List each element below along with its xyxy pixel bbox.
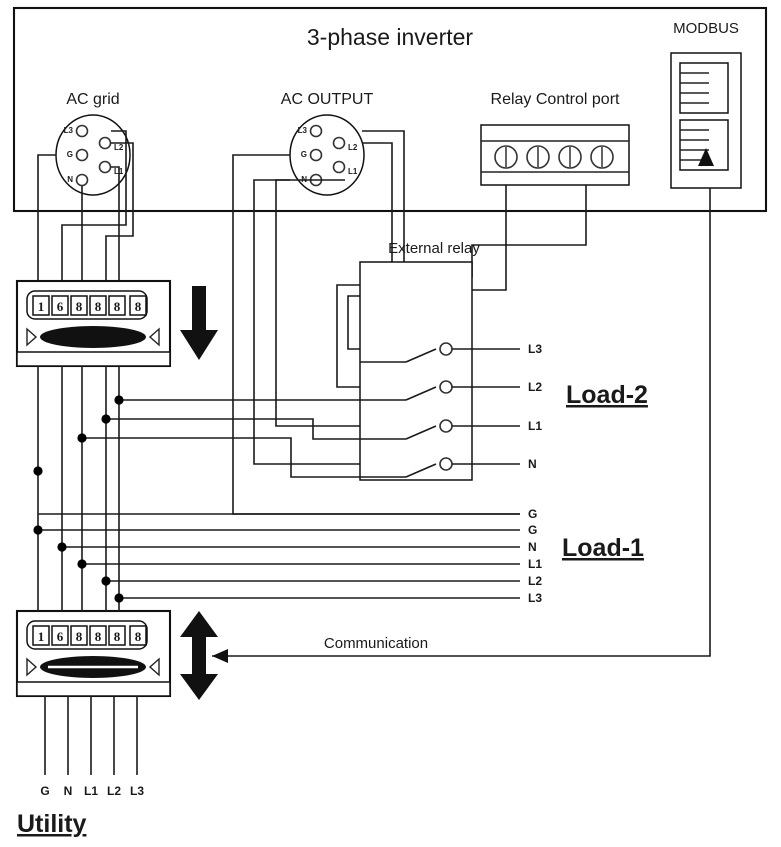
meter-top-digit-4: 8 <box>95 299 102 314</box>
modbus-label: MODBUS <box>673 20 739 37</box>
ac-grid-wire-bundle <box>37 130 134 281</box>
meter-bottom-digit-2: 6 <box>57 629 64 644</box>
ac-output-pin-l3[interactable] <box>309 124 323 138</box>
screw-terminal-3[interactable] <box>558 145 582 169</box>
load1-rail-label-g2: G <box>528 523 537 537</box>
ac-grid-pin-label-n: N <box>67 175 73 184</box>
screw-terminal-4[interactable] <box>590 145 614 169</box>
meter-bottom-digit-6: 8 <box>135 629 142 644</box>
load1-rails <box>38 513 520 599</box>
utility-title: Utility <box>17 810 87 838</box>
load-2-title: Load-2 <box>566 381 648 409</box>
meter-top-digit-3: 8 <box>76 299 83 314</box>
meter-top-display: 1 6 8 8 8 8 <box>32 295 147 316</box>
ac-output-pin-label-g: G <box>301 150 307 159</box>
switch-contact-enclosure <box>359 261 473 481</box>
load-1-title: Load-1 <box>562 534 644 562</box>
ac-output-pin-label-l1: L1 <box>348 167 358 176</box>
meter-top-digit-6: 8 <box>135 299 142 314</box>
changeover-contacts <box>360 342 520 478</box>
contact-l3[interactable] <box>360 342 520 363</box>
ac-output-label: AC OUTPUT <box>281 91 374 108</box>
flow-arrow-bidirectional <box>180 611 218 700</box>
ac-grid-label: AC grid <box>66 91 119 108</box>
screw-terminal-2[interactable] <box>526 145 550 169</box>
ac-grid-pin-label-l3: L3 <box>64 126 74 135</box>
modbus-feed-arrow <box>698 148 714 166</box>
meter-top[interactable]: 1 6 8 8 8 8 <box>15 279 172 368</box>
meter-top-arrow-right <box>148 327 160 347</box>
ac-grid-pin-label-l2: L2 <box>114 143 124 152</box>
contact-l2[interactable] <box>360 380 520 401</box>
meter-top-indicator-bar <box>40 326 146 348</box>
ac-grid-connector[interactable]: L3 G N L2 L1 <box>55 114 131 196</box>
ac-grid-pin-g[interactable] <box>75 148 89 162</box>
contact-n[interactable] <box>360 457 520 478</box>
utility-label-l2: L2 <box>107 784 121 798</box>
relay-control-port[interactable] <box>480 124 630 186</box>
meter-top-digit-2: 6 <box>57 299 64 314</box>
utility-label-l1: L1 <box>84 784 98 798</box>
load1-rail-label-g1: G <box>528 507 537 521</box>
ac-output-pin-l2[interactable] <box>332 136 346 150</box>
ac-output-pin-g[interactable] <box>309 148 323 162</box>
meter-bottom[interactable]: 1 6 8 8 8 8 <box>15 609 172 698</box>
utility-label-l3: L3 <box>130 784 144 798</box>
utility-label-n: N <box>64 784 73 798</box>
meter-bottom-digit-3: 8 <box>76 629 83 644</box>
meter-bottom-digit-1: 1 <box>38 629 45 644</box>
meter-bottom-arrow-left <box>26 657 38 677</box>
utility-bus-vertical <box>37 366 120 611</box>
meter-bottom-digit-4: 8 <box>95 629 102 644</box>
meter-bottom-arrow-right <box>148 657 160 677</box>
load1-rail-label-l2: L2 <box>528 574 542 588</box>
bus-taps-to-contacts <box>82 399 360 478</box>
utility-label-g: G <box>40 784 49 798</box>
load2-rail-label-l3: L3 <box>528 342 542 356</box>
ac-grid-pin-l3[interactable] <box>75 124 89 138</box>
meter-bottom-display: 1 6 8 8 8 8 <box>32 625 147 646</box>
meter-top-digit-5: 8 <box>114 299 121 314</box>
modbus-module[interactable] <box>670 52 742 189</box>
ac-output-connector[interactable]: L3 G N L2 L1 <box>289 114 365 196</box>
load2-rail-label-n: N <box>528 457 537 471</box>
load1-rail-label-l3: L3 <box>528 591 542 605</box>
page-title: 3-phase inverter <box>307 24 474 50</box>
ac-output-pin-label-l2: L2 <box>348 143 358 152</box>
meter-top-digit-1: 1 <box>38 299 45 314</box>
wire-junctions <box>33 395 124 603</box>
relay-control-port-label: Relay Control port <box>491 91 621 108</box>
communication-label: Communication <box>324 635 428 652</box>
ac-output-pin-label-l3: L3 <box>298 126 308 135</box>
utility-conductors <box>44 696 138 775</box>
flow-arrow-down <box>180 286 218 360</box>
contact-l1[interactable] <box>360 419 520 440</box>
load2-rail-label-l2: L2 <box>528 380 542 394</box>
screw-terminal-1[interactable] <box>494 145 518 169</box>
communication-arrow-head <box>212 649 228 663</box>
ac-grid-pin-l1[interactable] <box>98 160 112 174</box>
inverter-enclosure <box>12 6 768 213</box>
meter-top-arrow-left <box>26 327 38 347</box>
ac-output-pin-l1[interactable] <box>332 160 346 174</box>
load2-rail-label-l1: L1 <box>528 419 542 433</box>
communication-link <box>212 188 711 663</box>
ac-grid-pin-n[interactable] <box>75 173 89 187</box>
ac-grid-pin-label-g: G <box>67 150 73 159</box>
load1-rail-label-n: N <box>528 540 537 554</box>
load1-rail-label-l1: L1 <box>528 557 542 571</box>
modbus-connector-block-upper[interactable] <box>679 62 729 114</box>
external-relay-label: External relay <box>388 240 480 257</box>
meter-bottom-digit-5: 8 <box>114 629 121 644</box>
ac-grid-pin-l2[interactable] <box>98 136 112 150</box>
